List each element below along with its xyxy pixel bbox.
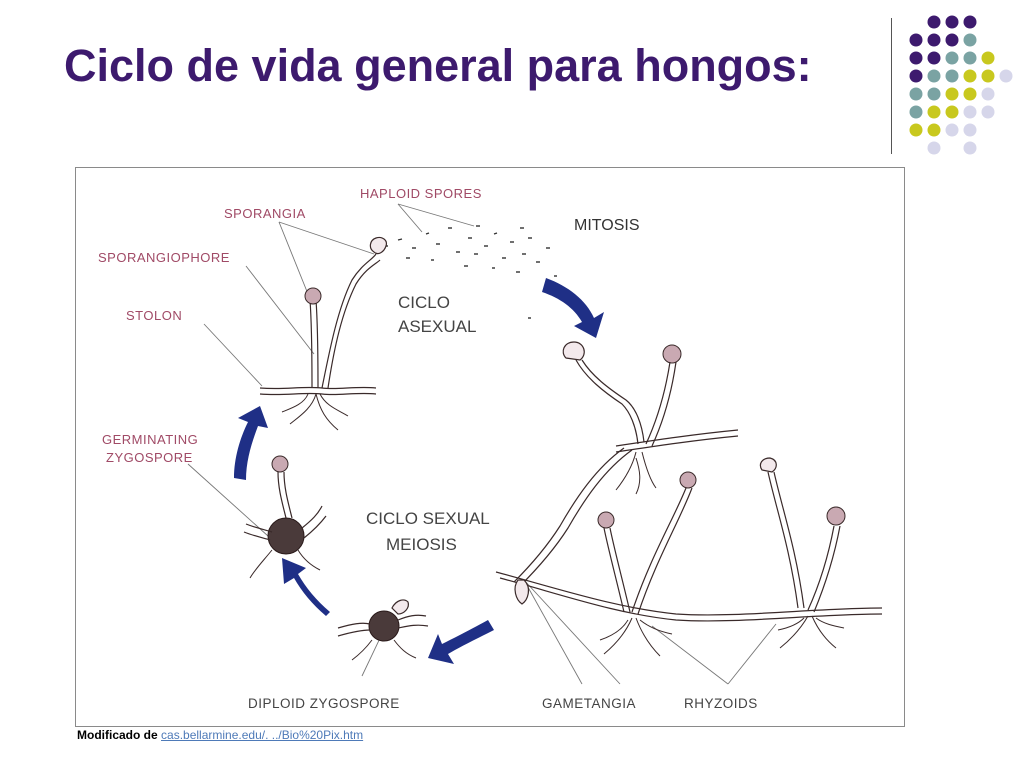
decorative-dot — [909, 33, 923, 47]
decorative-dot — [963, 15, 977, 29]
decorative-dot — [909, 123, 923, 137]
decorative-dot — [981, 105, 995, 119]
label-stolon: STOLON — [126, 308, 182, 323]
decorative-dot — [963, 33, 977, 47]
arrow-to-asexual — [234, 406, 268, 480]
decorative-dot — [927, 69, 941, 83]
label-haploid-spores: HAPLOID SPORES — [360, 186, 482, 201]
germinating-zygospore — [243, 455, 327, 579]
arrow-to-germinating — [282, 558, 330, 616]
label-meiosis: MEIOSIS — [386, 535, 457, 554]
decorative-dot — [945, 15, 959, 29]
decorative-dot — [945, 105, 959, 119]
source-prefix: Modificado de — [77, 728, 158, 742]
diagram-labels: HAPLOID SPORES MITOSIS SPORANGIA SPORANG… — [98, 186, 758, 711]
label-ciclo: CICLO — [398, 293, 450, 312]
haploid-spores — [384, 225, 557, 319]
arrow-mitosis — [542, 278, 604, 338]
slide-title: Ciclo de vida general para hongos: — [64, 40, 812, 91]
decorative-dot — [927, 33, 941, 47]
decorative-dot — [963, 105, 977, 119]
decorative-dot — [981, 51, 995, 65]
source-link[interactable]: cas.bellarmine.edu/. ../Bio%20Pix.htm — [161, 728, 364, 742]
label-asexual: ASEXUAL — [398, 317, 476, 336]
decorative-dot — [981, 69, 995, 83]
label-sporangiophore: SPORANGIOPHORE — [98, 250, 230, 265]
label-rhyzoids: RHYZOIDS — [684, 696, 758, 711]
decorative-dot — [927, 123, 941, 137]
decorative-dot — [945, 33, 959, 47]
decorative-dot — [963, 69, 977, 83]
decorative-dot — [927, 141, 941, 155]
decorative-dot — [963, 87, 977, 101]
cycle-arrows — [234, 278, 604, 664]
sexual-stage-hyphae — [495, 457, 883, 657]
decorative-dot — [963, 51, 977, 65]
label-gametangia: GAMETANGIA — [542, 696, 636, 711]
decorative-dot — [927, 15, 941, 29]
decorative-dot — [963, 123, 977, 137]
decorative-dot — [927, 87, 941, 101]
label-pointers — [187, 203, 777, 685]
decorative-dot — [999, 69, 1013, 83]
decorative-dot — [945, 51, 959, 65]
mature-sporangiophores — [513, 341, 739, 587]
label-sporangia: SPORANGIA — [224, 206, 306, 221]
arrow-to-diploid — [428, 620, 494, 664]
decorative-dot-grid — [909, 15, 1013, 155]
decorative-dot — [927, 51, 941, 65]
label-germinating-zygospore: ZYGOSPORE — [106, 450, 193, 465]
decorative-dot — [909, 69, 923, 83]
label-ciclo-sexual: CICLO SEXUAL — [366, 509, 490, 528]
decorative-dot — [909, 51, 923, 65]
source-credit: Modificado de cas.bellarmine.edu/. ../Bi… — [77, 728, 363, 742]
decorative-dot — [963, 141, 977, 155]
decorative-dot — [909, 105, 923, 119]
decorative-dot — [945, 69, 959, 83]
asexual-sporangiophore — [259, 236, 387, 431]
title-divider — [891, 18, 892, 154]
life-cycle-diagram: HAPLOID SPORES MITOSIS SPORANGIA SPORANG… — [75, 167, 905, 727]
decorative-dot — [927, 105, 941, 119]
label-diploid-zygospore: DIPLOID ZYGOSPORE — [248, 696, 400, 711]
label-germinating: GERMINATING — [102, 432, 198, 447]
decorative-dot — [945, 87, 959, 101]
decorative-dot — [909, 87, 923, 101]
decorative-dot — [945, 123, 959, 137]
decorative-dot — [981, 87, 995, 101]
diploid-zygospore — [337, 599, 429, 661]
diagram-canvas: HAPLOID SPORES MITOSIS SPORANGIA SPORANG… — [98, 186, 883, 711]
label-mitosis: MITOSIS — [574, 217, 640, 234]
